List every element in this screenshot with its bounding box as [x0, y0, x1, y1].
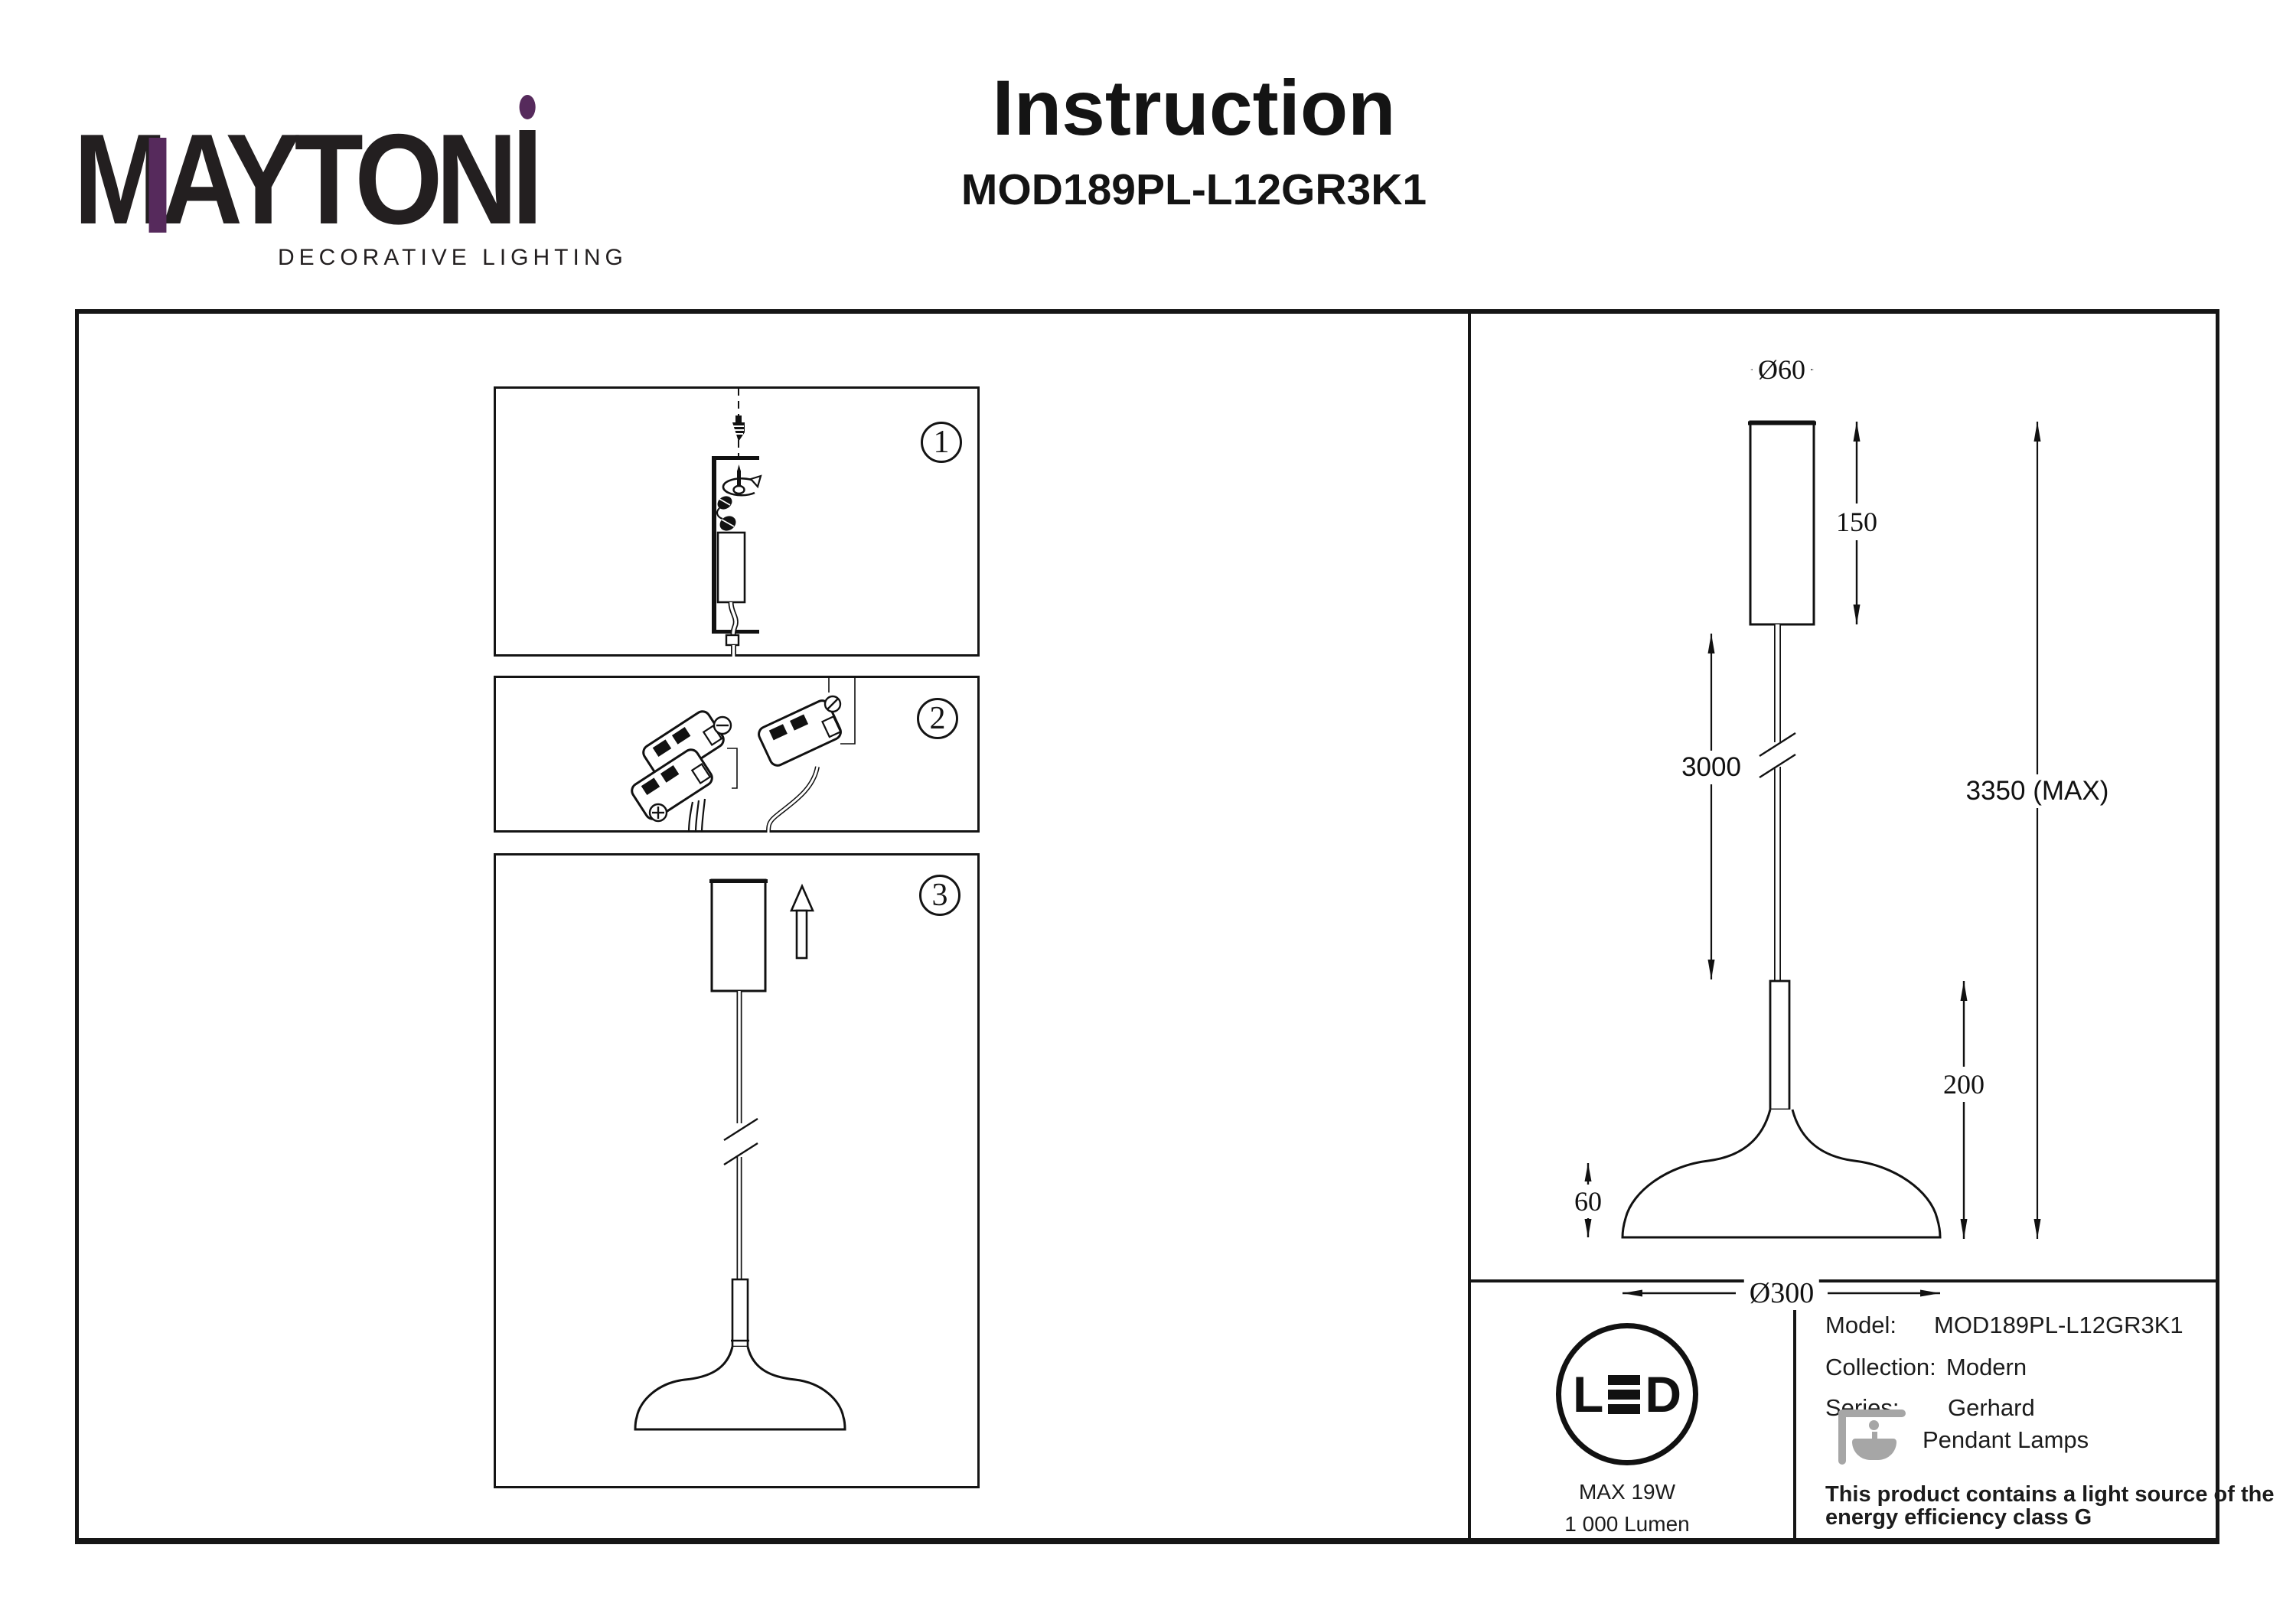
dim-lamp-shade [1621, 1109, 1942, 1239]
led-badge: L D [1556, 1323, 1698, 1465]
led-driver-box [716, 531, 746, 604]
dim-3000-line [1707, 634, 1715, 979]
terminal-wire-right [766, 766, 820, 833]
dim-60-line [1584, 1163, 1592, 1237]
step-3-badge: 3 [919, 875, 960, 916]
step-1-number: 1 [933, 425, 950, 460]
header-title-block: Instruction MOD189PL-L12GR3K1 [811, 67, 1577, 215]
info-model-value: MOD189PL-L12GR3K1 [1934, 1312, 2183, 1338]
logo-text-before-i: MAYTON [73, 107, 517, 251]
led-letter-l: L [1573, 1366, 1604, 1423]
main-frame [75, 309, 2219, 1544]
minus-symbol-icon [713, 715, 732, 735]
led-e-bars-icon [1608, 1374, 1641, 1414]
vertical-divider-main [1468, 309, 1471, 1544]
step-3-number: 3 [931, 878, 948, 913]
rotation-arrow-icon [722, 474, 762, 497]
terminal-block-right [758, 699, 842, 767]
up-arrow-icon [790, 883, 814, 960]
info-model-label: Model: [1825, 1312, 1897, 1338]
dim-stem [1769, 979, 1791, 1111]
dim-cable [1759, 624, 1796, 981]
logo-tagline: DECORATIVE LIGHTING [278, 245, 628, 270]
wall-anchor-icon [732, 416, 745, 442]
logo-letter-i-icon [517, 95, 537, 223]
leader-line-left [727, 748, 738, 789]
stem [731, 1278, 749, 1348]
led-max-power: MAX 19W [1578, 1480, 1676, 1504]
info-series-label: Series: [1825, 1394, 1900, 1421]
logo-purple-stem-icon [148, 138, 167, 233]
info-category: Pendant Lamps [1923, 1426, 2089, 1453]
info-collection-value: Modern [1946, 1354, 2027, 1380]
horizontal-divider-info [1469, 1279, 2219, 1282]
logo-wordmark: MAYTON [73, 95, 538, 243]
led-logotype: L D [1573, 1369, 1681, 1419]
dim-150-line [1853, 422, 1861, 624]
dim-200-line [1960, 981, 1968, 1239]
dim-canopy-diameter-label: Ø60 [1753, 354, 1811, 386]
leader-line-right-2 [840, 676, 856, 745]
step-3-drawing [634, 878, 846, 1431]
dim-shade-diameter-label: Ø300 [1743, 1276, 1820, 1310]
led-luminous-flux: 1 000 Lumen [1564, 1512, 1690, 1536]
page-model-number: MOD189PL-L12GR3K1 [960, 165, 1427, 215]
dim-total-max-label: 3350 (MAX) [1960, 776, 2115, 807]
step-1-drawing [712, 388, 762, 657]
step-2-drawing [631, 676, 856, 833]
dim-300-line [1623, 1289, 1940, 1297]
info-series-value: Gerhard [1948, 1394, 2035, 1421]
terminal-block-upper [642, 710, 725, 782]
dim-canopy [1749, 420, 1815, 626]
page-title: Instruction [992, 64, 1396, 152]
vertical-divider-led [1793, 1281, 1796, 1544]
driver-cable [725, 601, 740, 657]
dim-canopy-height-label: 150 [1831, 506, 1883, 538]
canopy [710, 878, 767, 992]
led-letter-d: D [1645, 1366, 1681, 1423]
dim-cable-length-label: 3000 [1676, 752, 1746, 783]
logo-purple-dot-icon [519, 95, 536, 119]
suspension-cable [723, 991, 758, 1279]
step-2-badge: 2 [917, 698, 958, 739]
dim-shade-height-label: 60 [1569, 1185, 1607, 1217]
dim-fixture-height-label: 200 [1938, 1068, 1990, 1100]
step-1-badge: 1 [921, 422, 962, 463]
step-2-number: 2 [929, 701, 946, 736]
plus-symbol-icon [648, 803, 668, 823]
energy-note-line2: energy efficiency class G [1825, 1505, 2092, 1530]
lamp-shade [634, 1346, 846, 1431]
dim-3350-line [2033, 422, 2041, 1239]
dimension-drawing [1584, 366, 2041, 1297]
terminal-wires-left [687, 798, 706, 833]
terminal-block-lower [631, 748, 713, 820]
info-collection-label: Collection: [1825, 1354, 1936, 1380]
screw-slot-symbol-icon [823, 695, 842, 713]
energy-note-line1: This product contains a light source of … [1825, 1482, 2275, 1507]
wire-connectors-icon [716, 496, 736, 531]
maytoni-logo: MAYTON [73, 95, 602, 253]
